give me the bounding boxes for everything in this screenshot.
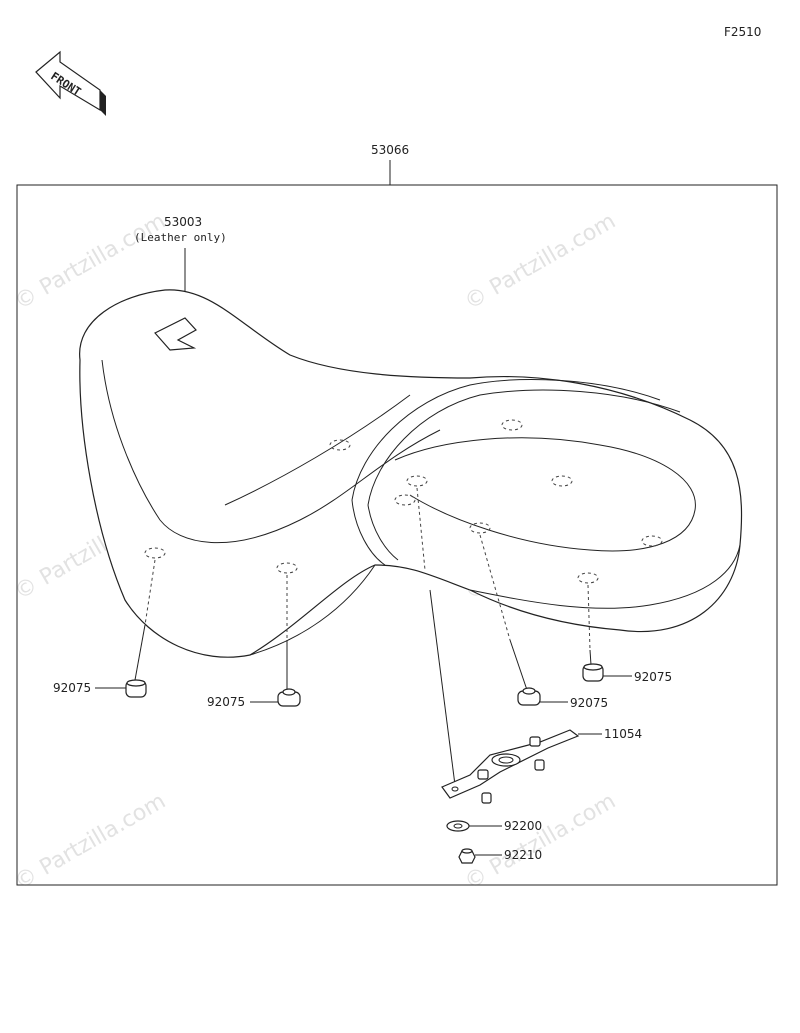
front-arrow-icon: FRONT <box>35 50 106 116</box>
nut-part <box>458 848 476 864</box>
damper-c-part-number: 92075 <box>570 696 608 710</box>
damper-c <box>517 687 541 706</box>
cover-part-number: 53003 <box>164 215 202 229</box>
watermark: © Partzilla.com <box>11 789 171 896</box>
bracket-part-number: 11054 <box>604 727 642 741</box>
assembly-lines <box>134 487 592 786</box>
damper-a <box>125 679 147 698</box>
watermark: © Partzilla.com <box>461 209 621 316</box>
bracket-part <box>441 729 580 804</box>
damper-d-part-number: 92075 <box>634 670 672 684</box>
washer-part-number: 92200 <box>504 819 542 833</box>
damper-d <box>582 663 604 682</box>
washer-part <box>446 820 470 832</box>
assembly-frame <box>16 184 778 886</box>
nut-part-number: 92210 <box>504 848 542 862</box>
assembly-part-number: 53066 <box>371 143 409 157</box>
mount-bosses <box>144 419 663 584</box>
watermark: © Partzilla.com <box>461 789 621 896</box>
damper-b-part-number: 92075 <box>207 695 245 709</box>
seat-illustration <box>79 289 743 658</box>
figure-code: F2510 <box>724 25 761 39</box>
damper-a-part-number: 92075 <box>53 681 91 695</box>
damper-b <box>277 688 301 707</box>
cover-note: (Leather only) <box>134 231 227 244</box>
